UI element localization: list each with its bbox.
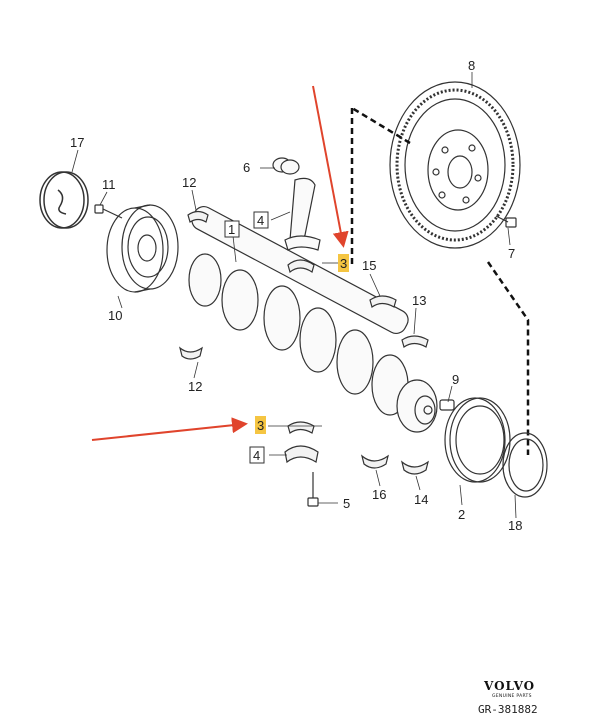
- connecting-rod: [272, 157, 321, 251]
- callout-6: 6: [243, 160, 250, 175]
- callout-12-upper: 12: [182, 175, 196, 190]
- red-arrow-upper: [312, 85, 349, 248]
- guide-lines: [350, 106, 530, 455]
- callout-3-upper: 3: [340, 256, 347, 271]
- diagram-reference-code: GR-381882: [478, 703, 538, 716]
- pilot-bearing: [439, 399, 455, 411]
- callout-7: 7: [508, 246, 515, 261]
- callout-1: 1: [228, 222, 235, 237]
- callout-17: 17: [70, 135, 84, 150]
- callout-15: 15: [362, 258, 376, 273]
- callout-2: 2: [458, 507, 465, 522]
- callout-4-lower: 4: [253, 448, 260, 463]
- callout-18: 18: [508, 518, 522, 533]
- callout-12-lower: 12: [188, 379, 202, 394]
- callout-3-lower: 3: [257, 418, 264, 433]
- box-part-1: [224, 220, 240, 238]
- callout-16: 16: [372, 487, 386, 502]
- brand-subtitle: GENUINE PARTS: [492, 693, 532, 699]
- box-part-4-upper: [253, 211, 269, 229]
- callout-5: 5: [343, 496, 350, 511]
- callout-10: 10: [108, 308, 122, 323]
- highlight-part-3-upper: [338, 254, 349, 272]
- pulley-bolt: [94, 204, 123, 219]
- leader-lines: [71, 72, 517, 519]
- callout-4-upper: 4: [257, 213, 264, 228]
- crankshaft: [188, 205, 438, 433]
- red-arrow-lower: [91, 417, 248, 441]
- rear-oil-seal: [444, 397, 511, 483]
- callout-8: 8: [468, 58, 475, 73]
- front-oil-seal: [39, 171, 89, 229]
- brand-logo: VOLVO: [483, 679, 535, 693]
- rod-bolt: [307, 472, 319, 507]
- flywheel: [389, 81, 521, 249]
- bearing-shells: [178, 210, 429, 475]
- box-part-4-lower: [249, 446, 265, 464]
- callout-11: 11: [102, 177, 116, 192]
- callout-14: 14: [414, 492, 428, 507]
- seal-gasket: [502, 432, 548, 498]
- flywheel-bolt: [495, 215, 517, 228]
- highlight-part-3-lower: [255, 416, 266, 434]
- crankshaft-pulley: [106, 204, 179, 293]
- callout-13: 13: [412, 293, 426, 308]
- callout-9: 9: [452, 372, 459, 387]
